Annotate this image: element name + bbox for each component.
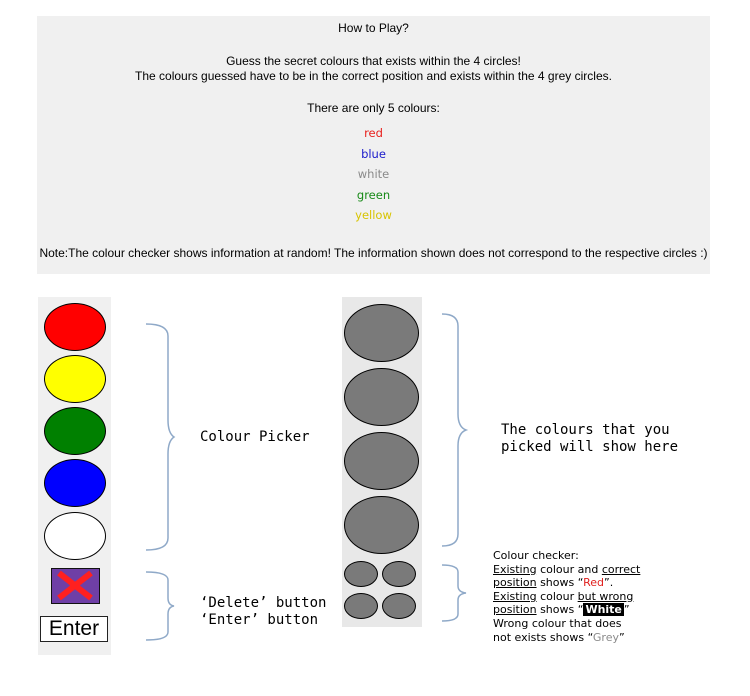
instructions-line-2: The colours guessed have to be in the co… (135, 69, 612, 83)
checker-line-7: not exists shows “Grey” (493, 630, 625, 644)
checker-line-5: position shows “White” (493, 603, 630, 617)
checker-line-6: Wrong colour that does (493, 616, 622, 630)
colour-picker-label: Colour Picker (200, 429, 310, 445)
colour-name-red: red (364, 126, 383, 140)
enter-button-label: ‘Enter’ button (200, 612, 319, 628)
checker-line-2: Existing colour and correct (493, 562, 641, 576)
picker-yellow-circle[interactable] (44, 355, 106, 403)
colour-name-blue: blue (361, 147, 386, 161)
how-to-play-title: How to Play? (338, 21, 409, 35)
checker-peg-3 (344, 593, 378, 619)
delete-button[interactable] (51, 568, 100, 604)
guess-display-label-line-1: The colours that you (501, 422, 670, 438)
checker-title: Colour checker: (493, 549, 579, 562)
guess-display-label-line-2: picked will show here (501, 439, 679, 455)
checker-line-4: Existing colour but wrong (493, 589, 634, 603)
checker-peg-4 (382, 593, 416, 619)
buttons-brace (145, 571, 175, 641)
grey-result-word: Grey (592, 630, 619, 644)
instructions-line-1: Guess the secret colours that exists wit… (226, 54, 521, 68)
guess-slot-1 (344, 304, 419, 362)
colour-name-white: white (357, 167, 390, 181)
checker-line-3: position shows “Red”. (493, 576, 614, 590)
instructions-line-3: There are only 5 colours: (307, 101, 440, 115)
picker-blue-circle[interactable] (44, 459, 106, 507)
delete-button-label: ‘Delete’ button (200, 595, 327, 611)
x-mark-icon (57, 570, 93, 601)
checker-peg-2 (382, 561, 416, 587)
colour-picker-brace (145, 323, 176, 551)
guess-slot-4 (344, 496, 419, 554)
how-to-play-panel: How to Play? Guess the secret colours th… (37, 16, 710, 274)
picker-white-circle[interactable] (44, 512, 106, 560)
colour-checker-brace (441, 564, 467, 622)
instructions-note: Note:The colour checker shows informatio… (39, 246, 708, 260)
checker-peg-1 (344, 561, 378, 587)
colour-checker-legend: Colour checker: Existing colour and corr… (493, 549, 693, 644)
picker-green-circle[interactable] (44, 407, 106, 455)
white-result-word: White (583, 603, 624, 617)
guess-slot-2 (344, 368, 419, 426)
enter-button[interactable]: Enter (40, 616, 108, 642)
colour-name-green: green (356, 188, 391, 202)
picker-red-circle[interactable] (44, 303, 106, 351)
red-result-word: Red (583, 576, 604, 590)
guess-display-brace (441, 313, 469, 547)
colour-name-yellow: yellow (355, 208, 392, 222)
guess-slot-3 (344, 432, 419, 490)
